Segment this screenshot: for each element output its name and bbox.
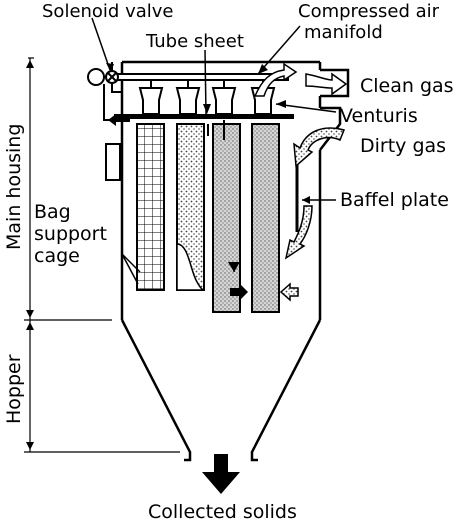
pulse-flow-arrow	[253, 62, 298, 97]
solenoid-valve-icon	[87, 68, 119, 86]
label-main-housing: Main housing	[3, 124, 25, 250]
dust-flow-arrow	[279, 282, 299, 302]
bag-support-cage	[136, 123, 165, 291]
compressed-air-manifold	[113, 73, 289, 81]
label-bag-support-1: Bag	[34, 201, 71, 223]
filter-bag-4	[251, 123, 280, 313]
label-bag-support-3: cage	[34, 245, 80, 267]
dimension-lines	[24, 57, 180, 453]
filter-bag-3	[212, 123, 241, 313]
label-compressed-air-line2: manifold	[304, 22, 383, 43]
label-compressed-air-line1: Compressed air	[298, 1, 440, 22]
clean-gas-arrow	[305, 72, 348, 96]
label-dirty-gas: Dirty gas	[360, 135, 446, 157]
hopper-outline	[120, 319, 322, 462]
down-arrow-icon	[202, 454, 240, 494]
label-venturis: Venturis	[340, 105, 418, 127]
venturis	[138, 87, 276, 115]
black-flow-arrow	[230, 284, 248, 300]
label-bag-support-2: support	[34, 223, 107, 245]
label-hopper: Hopper	[3, 354, 25, 424]
label-baffle-plate: Baffel plate	[340, 189, 449, 211]
label-clean-gas: Clean gas	[360, 75, 454, 97]
dirty-gas-down-arrow	[284, 205, 313, 260]
label-solenoid-valve: Solenoid valve	[42, 1, 174, 22]
main-housing-outline	[120, 60, 350, 320]
controller-box	[105, 143, 121, 181]
label-tube-sheet: Tube sheet	[145, 31, 244, 52]
label-collected-solids: Collected solids	[148, 501, 297, 523]
tube-sheet	[114, 114, 294, 119]
dirty-gas-arrow	[293, 127, 346, 168]
